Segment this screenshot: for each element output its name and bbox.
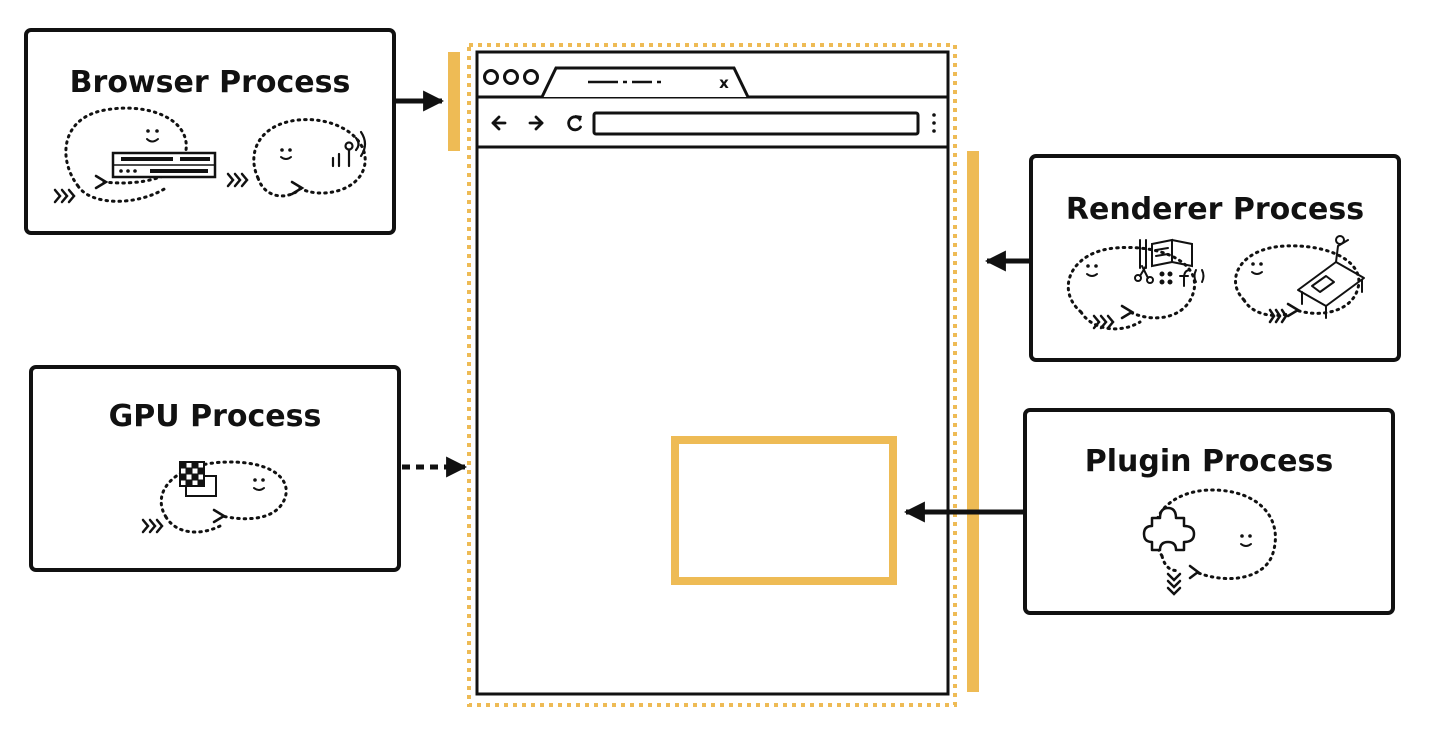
main-thread-icon xyxy=(1066,238,1205,331)
renderer-content-bracket xyxy=(967,151,979,692)
browser-window: x xyxy=(467,43,957,707)
pixel-grid-icon xyxy=(179,461,217,497)
browser-process-box: Browser Process xyxy=(24,28,396,235)
reload-icon[interactable] xyxy=(567,115,582,132)
menu-kebab-icon[interactable] xyxy=(932,113,936,133)
plugin-thread-icon xyxy=(1142,488,1277,596)
gpu-process-title: GPU Process xyxy=(109,399,322,434)
gpu-process-box: GPU Process xyxy=(29,365,401,572)
gpu-thread-icon xyxy=(141,460,288,534)
drafting-table-icon xyxy=(1297,235,1365,319)
window-control-icon[interactable] xyxy=(523,69,539,85)
plugin-process-box: Plugin Process xyxy=(1023,408,1395,615)
tab-close-icon[interactable]: x xyxy=(719,74,729,92)
window-controls[interactable] xyxy=(483,69,539,85)
browser-toolbar xyxy=(491,111,936,136)
window-control-icon[interactable] xyxy=(483,69,499,85)
address-bar[interactable] xyxy=(592,111,920,136)
plugin-content-area xyxy=(671,436,897,585)
browser-tab[interactable]: x xyxy=(540,66,750,98)
puzzle-piece-icon xyxy=(1142,506,1196,552)
window-control-icon[interactable] xyxy=(503,69,519,85)
forward-arrow-icon[interactable] xyxy=(528,115,544,131)
antenna-signal-icon xyxy=(331,130,367,168)
computer-device-icon xyxy=(111,151,217,179)
ui-thread-icon xyxy=(53,106,217,204)
raster-thread-icon xyxy=(1234,235,1365,324)
back-arrow-icon[interactable] xyxy=(491,115,507,131)
browser-process-title: Browser Process xyxy=(70,65,351,100)
network-thread-icon xyxy=(226,118,367,198)
window-frame xyxy=(475,50,950,696)
browser-ui-bracket xyxy=(448,52,460,151)
plugin-process-title: Plugin Process xyxy=(1085,444,1333,479)
renderer-process-title: Renderer Process xyxy=(1066,192,1364,227)
document-tools-icon xyxy=(1134,238,1205,287)
renderer-process-box: Renderer Process xyxy=(1029,154,1401,362)
browser-window-highlight xyxy=(467,43,957,707)
